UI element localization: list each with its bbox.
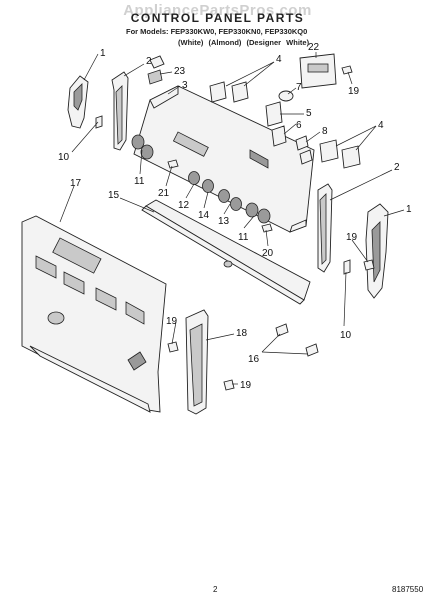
callout-label: 11 [238, 232, 249, 243]
callout-label: 13 [218, 216, 230, 227]
callout-label: 12 [178, 200, 190, 211]
callout-label: 11 [134, 176, 145, 187]
callout-label: 10 [340, 330, 352, 341]
knob-11-right [245, 202, 271, 224]
callout-label: 14 [198, 210, 210, 221]
clock-overlay-22 [299, 53, 337, 89]
document-number: 8187550 [392, 585, 424, 594]
side-bracket-right [317, 183, 333, 273]
rear-panel-15 [141, 199, 311, 305]
side-bracket-left [111, 71, 129, 151]
callout-label: 8 [322, 126, 328, 137]
clip-23 [147, 55, 165, 85]
callout-label: 21 [158, 188, 170, 199]
callout-label: 19 [348, 86, 360, 97]
rear-cover-17 [21, 215, 167, 413]
page-number: 2 [213, 585, 218, 594]
ring-7 [278, 90, 294, 102]
watermark: AppliancePartsPros.com [123, 2, 312, 19]
callout-label: 23 [174, 66, 186, 77]
callout-label: 4 [276, 54, 282, 65]
callout-label: 2 [146, 56, 152, 67]
callout-label: 4 [378, 120, 384, 131]
callout-label: 6 [296, 120, 302, 131]
knob-12 [188, 171, 214, 193]
screw-19-bottom [223, 379, 235, 391]
callout-label: 18 [236, 328, 248, 339]
knob-11-left [131, 134, 154, 160]
callout-label: 7 [296, 82, 302, 93]
clip-8 [295, 135, 313, 165]
page-title: CONTROL PANEL PARTS [130, 11, 305, 25]
switch-4-top [209, 81, 249, 103]
callout-label: 2 [394, 162, 400, 173]
switch-6 [271, 125, 287, 147]
knob-13 [230, 197, 242, 211]
leader-lines [59, 52, 405, 385]
screw-10-left [95, 115, 103, 129]
callout-label: 20 [262, 248, 274, 259]
callout-label: 19 [346, 232, 358, 243]
callout-label: 16 [248, 354, 260, 365]
switch-4-right [319, 139, 361, 169]
switch-5 [265, 101, 283, 127]
callout-label: 15 [108, 190, 120, 201]
knob-14 [218, 189, 230, 203]
callout-labels: 1 2 23 3 4 22 19 7 5 6 8 4 10 11 21 12 1… [58, 42, 412, 391]
screw-19-middle [167, 341, 179, 353]
callout-label: 19 [166, 316, 178, 327]
spacer-16 [275, 323, 319, 357]
screw-19-top [341, 65, 353, 75]
colors-line: (White) (Almond) (Designer White) [178, 38, 310, 47]
callout-label: 5 [306, 108, 312, 119]
callout-label: 1 [100, 48, 106, 59]
screw-19-right [363, 259, 375, 271]
callout-label: 19 [240, 380, 252, 391]
end-cap-right [365, 203, 389, 299]
console-panel [133, 85, 315, 233]
screw-10-right [343, 259, 351, 275]
callout-label: 1 [406, 204, 412, 215]
bracket-18 [185, 309, 209, 415]
screw-21 [167, 159, 179, 169]
callout-label: 10 [58, 152, 70, 163]
screw-20 [261, 223, 273, 233]
end-cap-left [67, 75, 89, 129]
models-line: For Models: FEP330KW0, FEP330KN0, FEP330… [126, 27, 308, 36]
callout-label: 17 [70, 178, 82, 189]
callout-label: 3 [182, 80, 188, 91]
callout-label: 22 [308, 42, 320, 53]
